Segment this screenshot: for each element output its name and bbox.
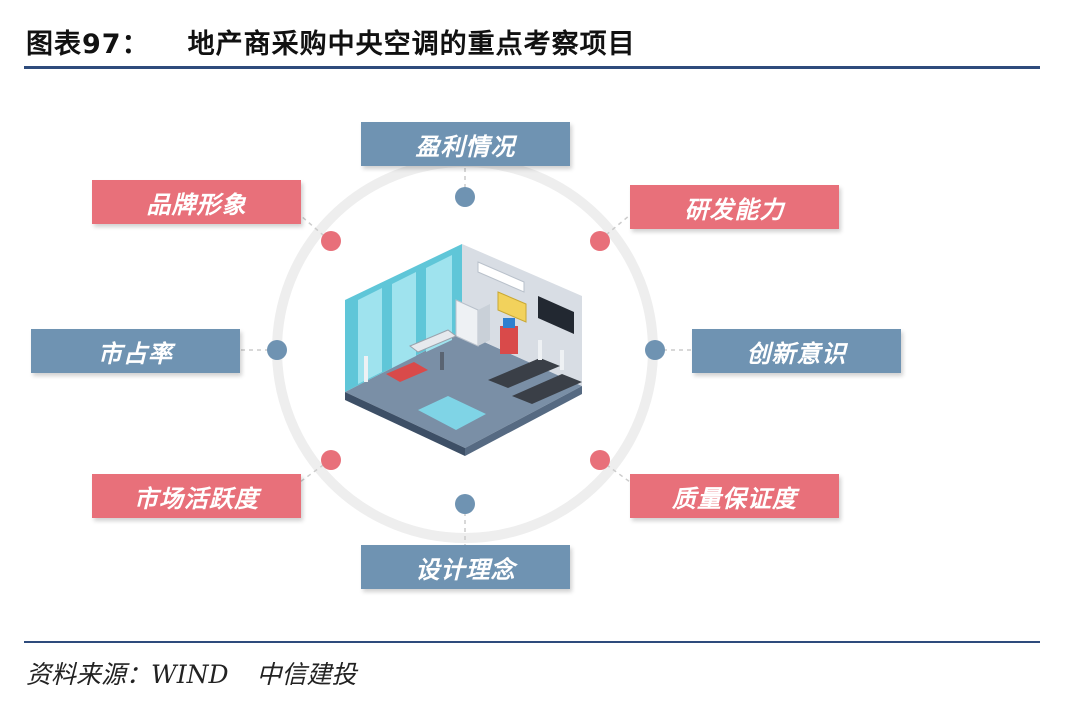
source-note: 资料来源：WIND 中信建投 xyxy=(26,655,357,691)
factor-innovation: 创新意识 xyxy=(692,329,901,373)
factor-market-share: 市占率 xyxy=(31,329,240,373)
factor-quality-assurance: 质量保证度 xyxy=(630,474,839,518)
factor-market-activity: 市场活跃度 xyxy=(92,474,301,518)
bottom-divider xyxy=(24,641,1040,643)
node-bottom xyxy=(455,494,475,514)
factor-design-concept: 设计理念 xyxy=(361,545,570,589)
node-bottom-left xyxy=(321,450,341,470)
factor-profitability: 盈利情况 xyxy=(361,122,570,166)
factor-brand-image: 品牌形象 xyxy=(92,180,301,224)
node-top xyxy=(455,187,475,207)
factor-rd-capability: 研发能力 xyxy=(630,185,839,229)
node-top-left xyxy=(321,231,341,251)
node-bottom-right xyxy=(590,450,610,470)
gym-room-icon xyxy=(345,244,582,456)
node-right xyxy=(645,340,665,360)
source-org: 中信建投 xyxy=(257,660,357,689)
node-left xyxy=(267,340,287,360)
node-top-right xyxy=(590,231,610,251)
source-text: 资料来源：WIND xyxy=(26,660,229,689)
